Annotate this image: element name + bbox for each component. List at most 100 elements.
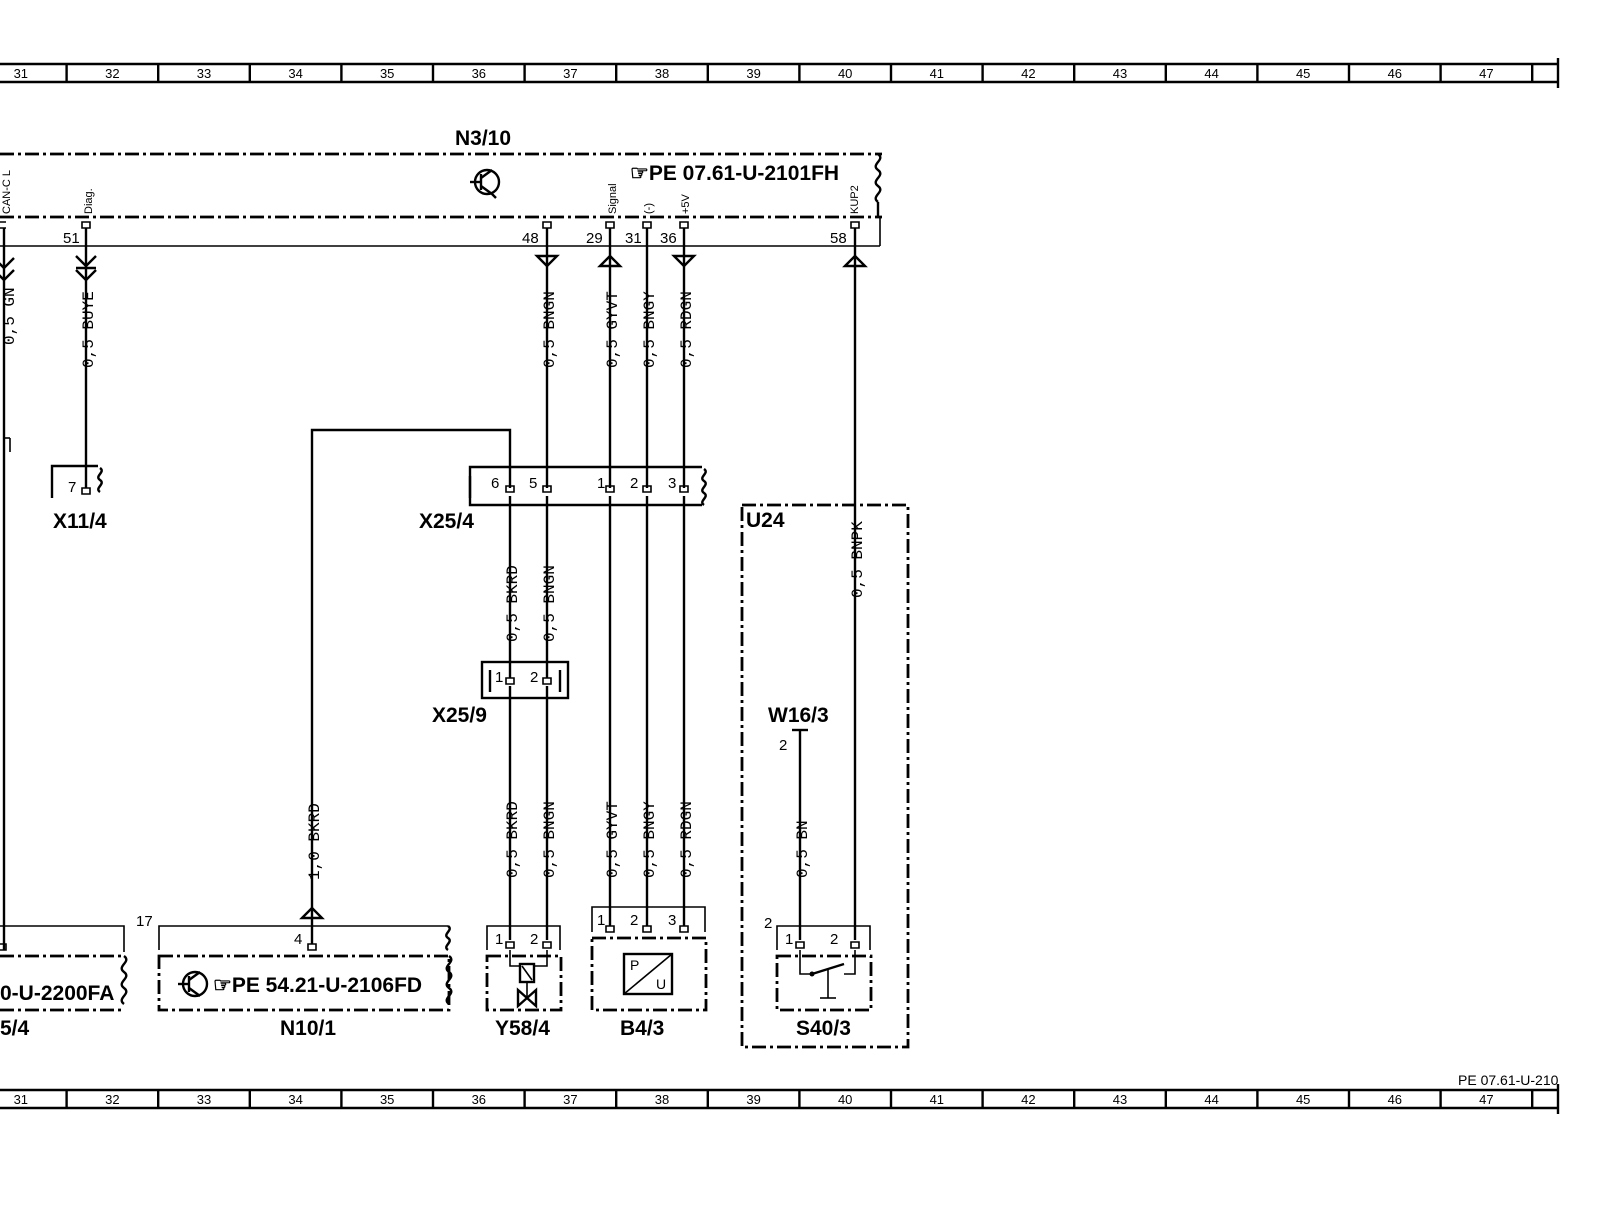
n10-1-pin: 4: [294, 931, 302, 948]
bottom-grid-cell-36: 36: [472, 1092, 486, 1107]
bottom-grid-cell-33: 33: [197, 1092, 211, 1107]
b4-3-symbol-u: U: [656, 976, 666, 992]
x25-4-pin-5: 5: [529, 475, 537, 492]
wire-gyvt-top: 0,5 GYVT: [604, 291, 622, 368]
x25-9-pin-2: 2: [530, 669, 538, 686]
s40-3-pin-2: 2: [830, 931, 838, 948]
bottom-grid-cell-35: 35: [380, 1092, 394, 1107]
y58-4-pin-2: 2: [530, 931, 538, 948]
wire-bngy-top: 0,5 BNGY: [641, 291, 659, 368]
top-grid-cell-47: 47: [1479, 66, 1493, 81]
y58-4-pin-1: 1: [495, 931, 503, 948]
wire-bngn-mid: 0,5 BNGN: [541, 565, 559, 642]
x11-4-pin: 7: [68, 479, 76, 496]
x25-9-label: X25/9: [432, 704, 487, 727]
wire-bn: 0,5 BN: [794, 820, 812, 878]
b4-3-label: B4/3: [620, 1017, 664, 1040]
wire-rdgn-top: 0,5 RDGN: [678, 291, 696, 368]
wire-bnpk: 0,5 BNPK: [849, 521, 867, 598]
w16-3-pin: 2: [779, 737, 787, 754]
top-grid-cell-44: 44: [1204, 66, 1218, 81]
top-grid-cell-40: 40: [838, 66, 852, 81]
bottom-grid-cell-45: 45: [1296, 1092, 1310, 1107]
top-grid-cell-36: 36: [472, 66, 486, 81]
x25-4-label: X25/4: [419, 510, 474, 533]
x25-4-pin-3: 3: [668, 475, 676, 492]
transistor-icon: [178, 970, 209, 998]
n10-1-module: 17 4 ☞PE 54.21-U-2106FD N10/1: [136, 913, 453, 1040]
n10-1-reference: ☞PE 54.21-U-2106FD: [213, 974, 422, 997]
x25-9-pin-1: 1: [495, 669, 503, 686]
y58-4-valve: 1 2 Y58/4: [485, 925, 563, 1040]
wire-bkrd-mid: 0,5 BKRD: [504, 565, 522, 642]
x25-4-connector: 6 5 1 2 3 X25/4: [419, 465, 707, 533]
top-grid-cell-37: 37: [563, 66, 577, 81]
x25-4-pin-1: 1: [597, 475, 605, 492]
top-grid-cell-42: 42: [1021, 66, 1035, 81]
pin-36: 36: [660, 230, 677, 247]
bottom-grid-cell-42: 42: [1021, 1092, 1035, 1107]
s40-3-pin-1: 1: [785, 931, 793, 948]
w16-3-ground: W16/3 2: [768, 704, 829, 754]
pressure-transducer-icon: P U: [622, 952, 674, 996]
wire-bngn-top: 0,5 BNGN: [541, 291, 559, 368]
top-grid-cell-34: 34: [288, 66, 302, 81]
top-grid-cell-31: 31: [14, 66, 28, 81]
wire-gyvt-low: 0,5 GYVT: [604, 801, 622, 878]
s40-3-switch: 2 1 2 S40/3: [764, 915, 873, 1040]
u24-label: U24: [746, 509, 785, 532]
top-grid-cell-39: 39: [746, 66, 760, 81]
left-partial-reference: 0-U-2200FA: [0, 982, 114, 1005]
pin-label-can-c-l: CAN-C L: [1, 170, 13, 214]
y58-4-label: Y58/4: [495, 1017, 550, 1040]
wire-bngy-low: 0,5 BNGY: [641, 801, 659, 878]
bottom-grid-cell-46: 46: [1388, 1092, 1402, 1107]
bottom-grid-cell-37: 37: [563, 1092, 577, 1107]
n3-10-reference: ☞PE 07.61-U-2101FH: [630, 162, 839, 185]
s40-3-label: S40/3: [796, 1017, 851, 1040]
solenoid-valve-icon: [509, 950, 548, 1009]
pin-label-diag: Diag.: [83, 188, 95, 214]
b4-3-symbol-p: P: [630, 957, 639, 973]
wire-bkrd-n10: 1,0 BKRD: [306, 803, 324, 880]
bottom-grid-cell-44: 44: [1204, 1092, 1218, 1107]
wire-rdgn-low: 0,5 RDGN: [678, 801, 696, 878]
bottom-grid-cell-38: 38: [655, 1092, 669, 1107]
transistor-icon: [470, 168, 501, 199]
pin-label-5v: +5V: [680, 193, 692, 214]
pin-label-minus: (-): [643, 203, 655, 214]
x25-9-connector: 1 2 X25/9: [432, 660, 570, 727]
top-grid-cell-43: 43: [1113, 66, 1127, 81]
footer-reference: PE 07.61-U-210: [1458, 1072, 1559, 1088]
n3-10-control-unit: N3/10 ☞PE 07.61-U-2101FH CAN-C L Diag. S…: [0, 127, 882, 247]
wire-buye: 0,5 BUYE: [80, 291, 98, 368]
bottom-grid-cell-43: 43: [1113, 1092, 1127, 1107]
wire-bkrd-low: 0,5 BKRD: [504, 801, 522, 878]
left-partial-component: 0-U-2200FA 5/4: [0, 925, 128, 1040]
pin-29: 29: [586, 230, 603, 247]
left-partial-label: 5/4: [0, 1017, 30, 1040]
top-grid-cell-33: 33: [197, 66, 211, 81]
n10-1-label: N10/1: [280, 1017, 336, 1040]
bottom-grid-cell-40: 40: [838, 1092, 852, 1107]
bottom-grid-cell-32: 32: [105, 1092, 119, 1107]
b4-3-pin-1: 1: [597, 912, 605, 929]
top-grid-cell-46: 46: [1388, 66, 1402, 81]
x11-4-connector: 7 X11/4: [50, 464, 107, 533]
pin-label-signal: Signal: [607, 183, 619, 214]
pin-58: 58: [830, 230, 847, 247]
pin-label-kup2: KUP2: [849, 185, 861, 214]
b4-3-sensor: 1 2 3 P U B4/3: [590, 906, 708, 1040]
top-grid-cell-32: 32: [105, 66, 119, 81]
b4-3-pin-3: 3: [668, 912, 676, 929]
b4-3-pin-2: 2: [630, 912, 638, 929]
wires: 0,5 GN 0,5 BUYE 0,5 BNGN 0,5 GYVT 0,5 BN…: [0, 228, 868, 950]
top-grid-cell-45: 45: [1296, 66, 1310, 81]
x11-4-label: X11/4: [53, 510, 107, 533]
bottom-grid-cell-31: 31: [14, 1092, 28, 1107]
pin-31: 31: [625, 230, 642, 247]
bottom-grid-cell-41: 41: [930, 1092, 944, 1107]
w16-3-label: W16/3: [768, 704, 829, 727]
